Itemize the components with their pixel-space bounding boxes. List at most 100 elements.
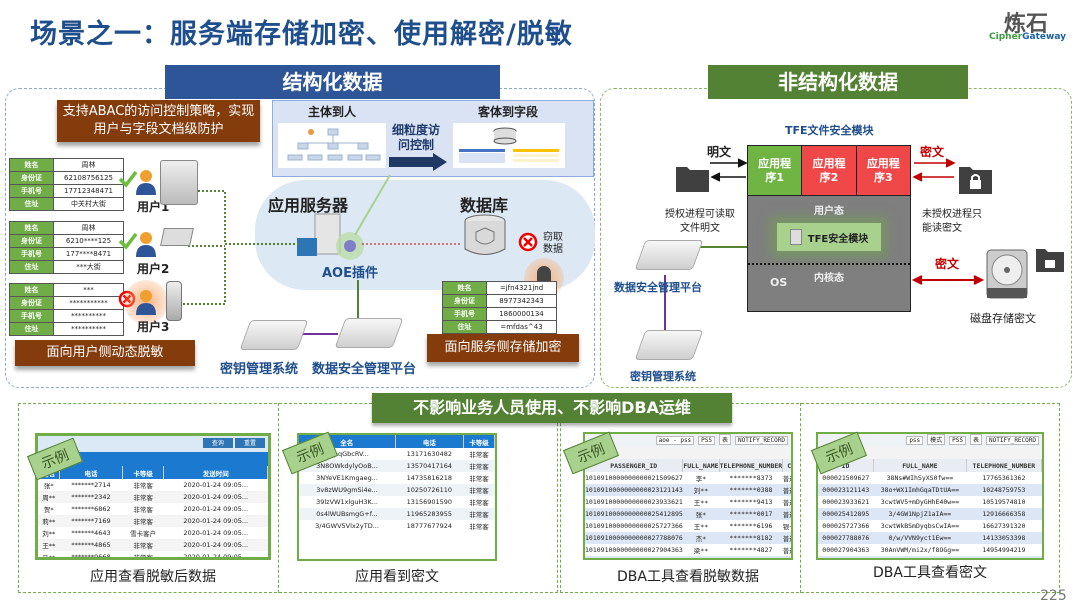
table-row: 住址=mfdas^43 [442,320,557,334]
table-cell: 王** [693,523,709,531]
table-row[interactable]: 0000321987890vcTWW9anCeU99mJuw==14443421… [818,556,1042,558]
bottom-panel-left [18,403,558,593]
logo-text-gateway: Gateway [1022,32,1066,42]
table-cell: 000025412895 [822,510,870,518]
org-chart-image [278,123,386,168]
table-row: 手机号********** [9,309,124,323]
column-header[interactable]: 卡等级 [463,435,495,448]
search-button[interactable]: 查询 [202,438,233,448]
table-cell: *******7169 [71,517,111,525]
locked-folder-icon-2 [1036,249,1064,272]
data-sec-platform-label-2: 数据安全管理平台 [614,281,702,294]
table-cell: 非常客 [469,523,489,531]
reset-button[interactable]: 重置 [235,438,265,448]
table-cell: 普通 [782,499,791,507]
column-header[interactable]: C [782,459,791,472]
unstructured-arrows [664,158,985,330]
column-header[interactable]: 卡等级 [122,466,165,479]
table-cell: 1010910000000000027788076 [585,534,683,542]
table-cell: *******4865 [71,541,111,549]
column-header[interactable]: TELEPHONE_NUMBER [966,459,1042,472]
toolbar-item[interactable]: 表 [719,434,732,445]
table-cell: 刘** [42,530,56,538]
data-sec-platform-label: 数据安全管理平台 [312,362,417,377]
field-key: 住址 [9,322,54,336]
table-cell: 10519574810 [982,498,1026,506]
toolbar-item[interactable]: PSS [949,436,967,445]
table-cell: 13171630482 [406,450,453,458]
field-value: ***大街 [53,260,124,274]
column-header[interactable]: 发送时间 [163,466,268,479]
toolbar-item[interactable]: aoe - pss [655,436,695,445]
column-header[interactable]: 电话 [59,466,123,479]
hard-disk-icon [986,249,1028,299]
table-cell: *******2714 [71,481,111,489]
table-cell: 13156901590 [406,498,453,506]
table-cell: 周** [42,494,56,502]
gear-file-icon [789,229,802,245]
column-header[interactable]: FULL_NAME [682,459,720,472]
toolbar-item[interactable]: 模式 [927,434,946,445]
key-mgmt-device-icon [239,320,309,350]
user-avatar-icon [134,168,158,200]
table-row: 姓名=jfn4321jnd [442,281,557,295]
structured-banner: 结构化数据 [165,65,500,99]
field-key: 姓名 [9,158,54,172]
column-header[interactable]: 电话 [395,435,465,448]
column-header[interactable]: PASSENGER_ID [585,459,684,472]
table-cell: 38Ns#WIhSyXS0fw== [886,474,954,482]
toolbar-item[interactable]: PSS [698,436,716,445]
table-row[interactable]: 1010910000000000032198789赵*********0954普… [585,556,791,558]
key-mgmt-label: 密钥管理系统 [220,362,299,377]
database-icon [464,214,506,255]
table-cell: 000023933621 [822,498,870,506]
bottom-divider-2 [800,403,801,593]
table-cell: 0/w/VVN9yct1Ew== [888,534,952,542]
table-row: 住址********** [9,322,124,336]
toolbar-item[interactable]: NOTIFY_RECORD [986,436,1039,445]
toolbar-item[interactable]: NOTIFY_RECORD [735,436,788,445]
table-cell: 17765361362 [982,474,1026,482]
column-header[interactable]: FULL_NAME [873,459,967,472]
field-value: =jfn4321jnd [486,281,557,295]
field-value: 1860000134 [486,307,557,321]
unauthorized-note: 未授权进程只能读密文 [922,209,982,234]
table-cell: *******9413 [729,498,773,506]
column-header[interactable]: TELEPHONE_NUMBER [719,459,784,472]
toolbar-item[interactable]: 表 [970,434,983,445]
toolbar-item[interactable]: pss [906,436,924,445]
plaintext-label: 明文 [707,145,732,159]
table-cell: 3/4GW1NpjZ1aIA== [888,510,952,518]
